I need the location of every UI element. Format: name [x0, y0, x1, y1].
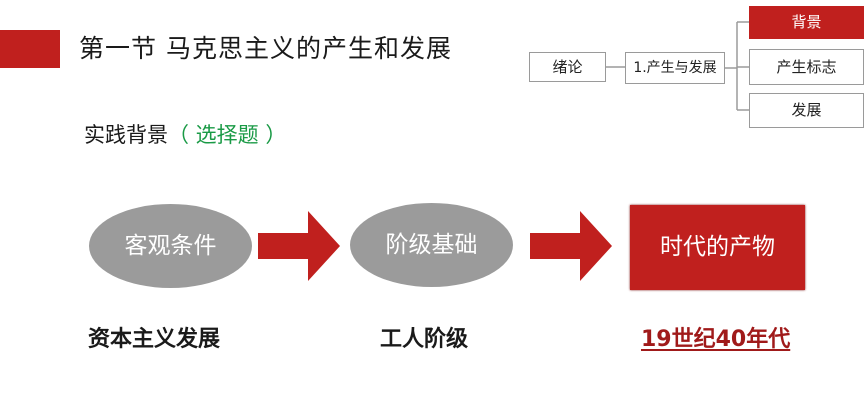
caption-working-class: 工人阶级	[380, 327, 469, 352]
nav-item-birth-mark[interactable]: 产生标志	[749, 49, 864, 85]
nav-item-development[interactable]: 发展	[749, 93, 864, 128]
caption-1840s: 19世纪40年代	[641, 327, 791, 352]
caption-capitalism-development: 资本主义发展	[88, 327, 221, 352]
question-type-tag: （ 选择题 ）	[168, 123, 287, 147]
nav-origin-development[interactable]: 1.产生与发展	[625, 52, 725, 84]
flow-step-objective-conditions: 客观条件	[89, 204, 252, 288]
section-subtitle: 实践背景（ 选择题 ）	[84, 120, 286, 150]
nav-connector-lines	[606, 21, 749, 111]
flow-step-product-of-era: 时代的产物	[630, 205, 805, 290]
flow-arrow-right-icon	[530, 211, 612, 281]
page-title: 第一节 马克思主义的产生和发展	[79, 34, 452, 63]
nav-item-background[interactable]: 背景	[749, 6, 864, 39]
flow-step-class-basis: 阶级基础	[350, 203, 513, 287]
title-accent-bar	[0, 30, 60, 68]
nav-intro[interactable]: 绪论	[529, 52, 606, 82]
subtitle-text: 实践背景	[84, 123, 168, 147]
flow-arrow-right-icon	[258, 211, 340, 281]
